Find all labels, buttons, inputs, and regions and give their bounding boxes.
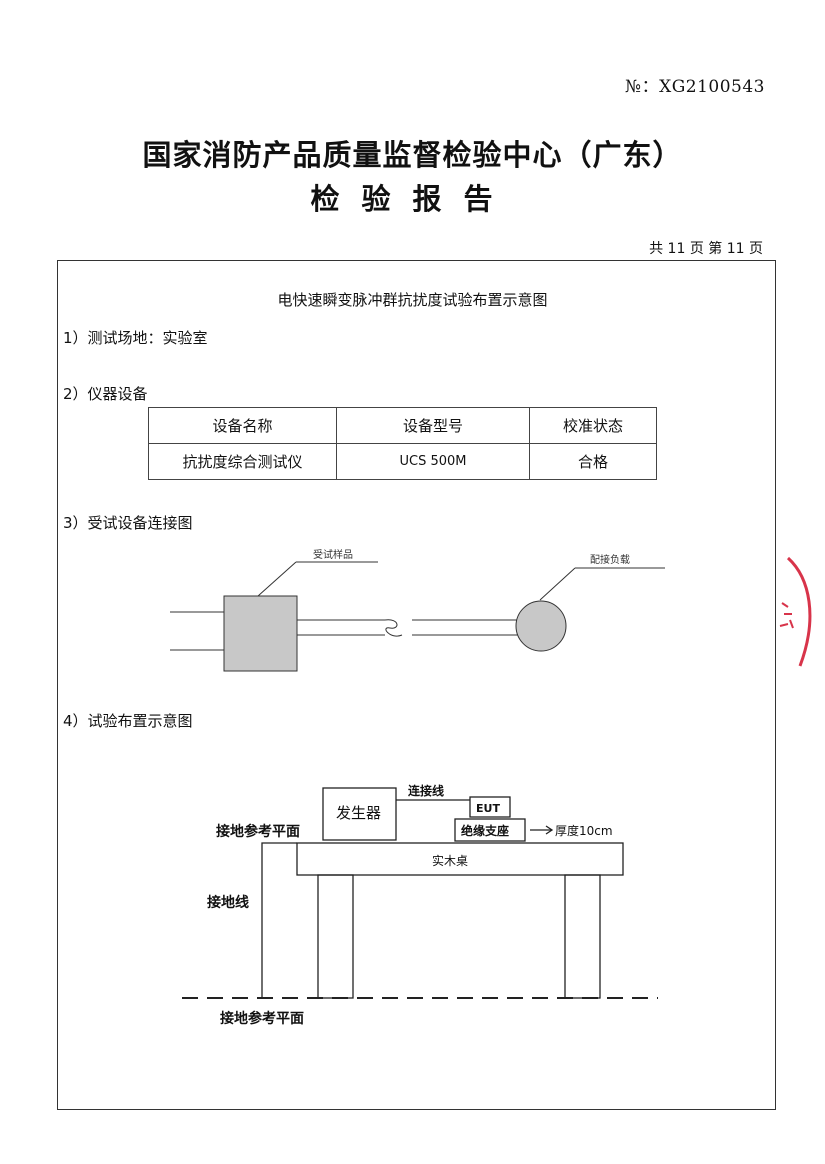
- section-test-site: 1）测试场地：实验室: [63, 329, 208, 347]
- equipment-table: 设备名称 设备型号 校准状态 抗扰度综合测试仪 UCS 500M 合格: [148, 407, 657, 480]
- section-layout: 4）试验布置示意图: [63, 712, 193, 730]
- table-header-cell: 设备型号: [336, 407, 530, 444]
- seal-stamp-mark: [779, 556, 812, 667]
- ground-wire-label: 接地线: [207, 894, 249, 911]
- table-cell: 合格: [529, 443, 657, 480]
- table-row: 抗扰度综合测试仪 UCS 500M 合格: [148, 443, 657, 480]
- organization-title: 国家消防产品质量监督检验中心（广东）: [142, 138, 683, 172]
- section-equipment: 2）仪器设备: [63, 385, 148, 403]
- ground-plane-bottom-label: 接地参考平面: [220, 1010, 304, 1027]
- table-cell: UCS 500M: [336, 443, 530, 480]
- eut-label: EUT: [476, 802, 500, 815]
- figure-title: 电快速瞬变脉冲群抗扰度试验布置示意图: [277, 291, 548, 309]
- thickness-label: 厚度10cm: [555, 823, 613, 838]
- arrow-head: [545, 825, 554, 835]
- eut-box: [469, 796, 511, 818]
- table-cell: 抗扰度综合测试仪: [148, 443, 337, 480]
- table-header-row: 设备名称 设备型号 校准状态: [148, 407, 657, 444]
- load-leader-line: [539, 567, 576, 601]
- table-label: 实木桌: [432, 853, 468, 868]
- table-header-cell: 设备名称: [148, 407, 337, 444]
- generator-label: 发生器: [336, 804, 381, 822]
- generator-box: [322, 787, 397, 841]
- connection-diagram: 受试样品 配接负载: [170, 548, 665, 672]
- cable-label: 连接线: [408, 783, 444, 798]
- content-frame: [57, 260, 776, 1110]
- support-box: [454, 818, 526, 842]
- support-label: 绝缘支座: [461, 823, 509, 838]
- layout-diagram: 发生器 连接线 EUT 绝缘支座 厚度10cm 实木桌 接地参考平面 接地线 接…: [182, 783, 658, 1027]
- section-connection: 3）受试设备连接图: [63, 514, 193, 532]
- table-top: [296, 842, 624, 876]
- table-header-cell: 校准状态: [529, 407, 657, 444]
- sample-label: 受试样品: [313, 548, 353, 561]
- sample-leader-line: [257, 561, 297, 597]
- page-info: 共 11 页 第 11 页: [649, 241, 763, 257]
- load-label: 配接负载: [590, 553, 630, 566]
- document-title: 检验报告: [310, 182, 515, 216]
- break-mark: [384, 619, 403, 637]
- table-leg-left: [317, 874, 354, 999]
- ground-plane-top-label: 接地参考平面: [216, 823, 300, 840]
- load-circle: [515, 600, 567, 652]
- report-number: №：XG2100543: [625, 77, 765, 97]
- ground-wire: [261, 842, 297, 998]
- table-leg-right: [564, 874, 601, 999]
- test-sample-box: [223, 595, 298, 672]
